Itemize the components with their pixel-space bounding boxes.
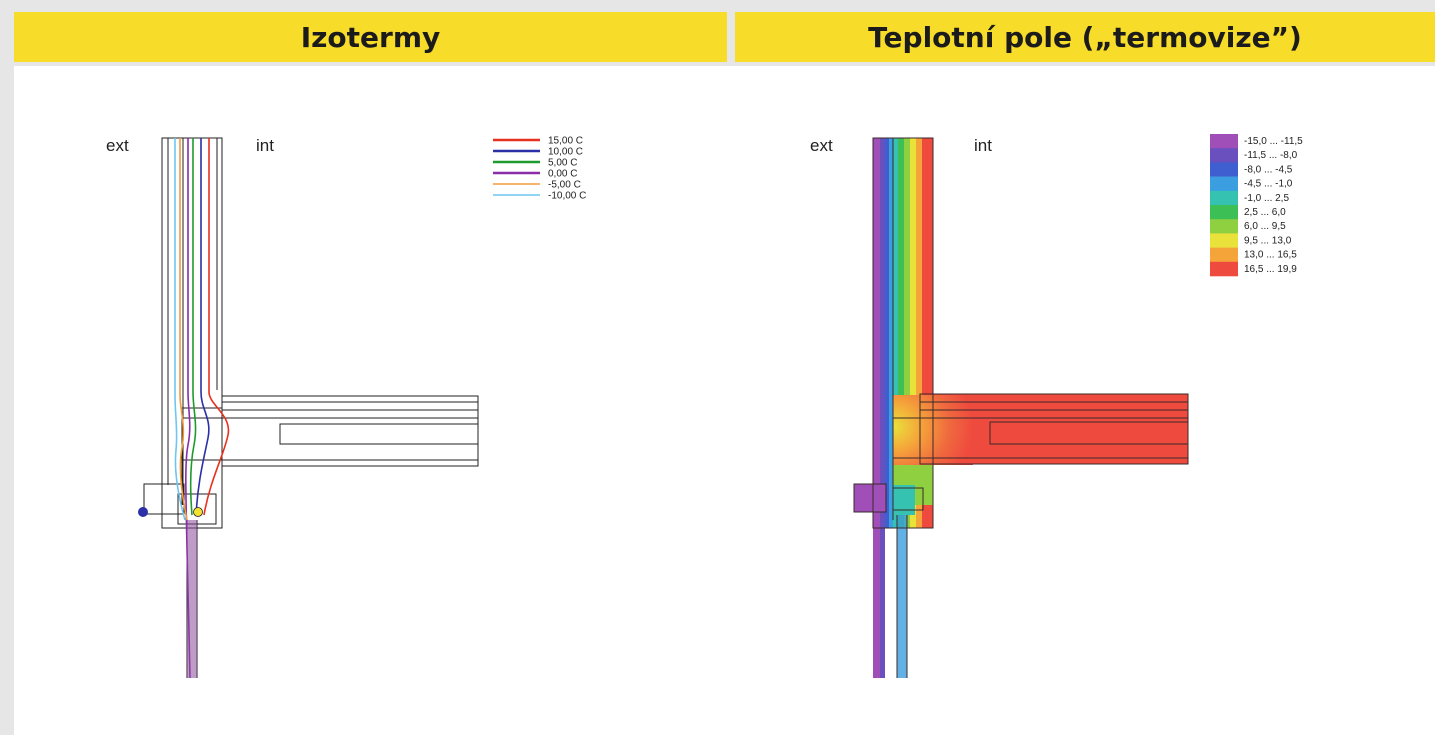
legend-range-label: -11,5 ... -8,0 [1244, 150, 1298, 161]
legend-label: -5,00 C [548, 180, 581, 191]
legend-range-label: 2,5 ... 6,0 [1244, 207, 1286, 218]
left-ext-label: ext [106, 136, 129, 155]
legend-color-swatch [1210, 247, 1238, 263]
legend-color-swatch [1210, 205, 1238, 220]
isotherm-legend: 15,00 C10,00 C5,00 C0,00 C-5,00 C-10,00 … [493, 136, 586, 202]
header-rule [14, 62, 1435, 66]
legend-range-label: -8,0 ... -4,5 [1244, 164, 1293, 175]
legend-range-label: 6,0 ... 9,5 [1244, 221, 1286, 232]
legend-label: 10,00 C [548, 147, 583, 158]
legend-range-label: -1,0 ... 2,5 [1244, 193, 1289, 204]
legend-label: 0,00 C [548, 169, 577, 180]
isotherm-5 [189, 138, 197, 516]
legend-color-swatch [1210, 162, 1238, 177]
left-int-label: int [256, 136, 274, 155]
legend-label: 15,00 C [548, 136, 583, 147]
right-int-label: int [974, 136, 992, 155]
legend-color-swatch [1210, 134, 1238, 149]
isotherm-diagram [138, 137, 479, 679]
legend-range-label: 16,5 ... 19,9 [1244, 264, 1297, 275]
legend-range-label: 13,0 ... 16,5 [1244, 250, 1297, 261]
isotherm-minus5 [179, 138, 188, 521]
thermal-field-diagram [853, 137, 1189, 678]
legend-color-swatch [1210, 176, 1238, 192]
isotherm-minus10 [174, 138, 186, 521]
legend-color-swatch [1210, 148, 1238, 163]
glazing-fill [187, 520, 197, 678]
legend-range-label: 9,5 ... 13,0 [1244, 235, 1292, 246]
isotherm-10 [195, 138, 210, 516]
isotherm-15 [203, 138, 230, 516]
thermal-field-title: Teplotní pole („termovize”) [868, 20, 1302, 54]
legend-color-swatch [1210, 233, 1238, 248]
frame-top [0, 0, 1435, 12]
legend-color-swatch [1210, 219, 1238, 234]
frame-left [0, 0, 14, 735]
legend-color-swatch [1210, 261, 1238, 277]
isotherms-header: Izotermy [14, 12, 727, 62]
thermal-field-header: Teplotní pole („termovize”) [735, 12, 1435, 62]
header-divider [727, 12, 735, 64]
legend-range-label: -15,0 ... -11,5 [1244, 136, 1303, 147]
isotherm-lines [174, 138, 230, 679]
thermal-legend: -15,0 ... -11,5 -11,5 ... -8,0 -8,0 ... -4… [1210, 134, 1303, 277]
legend-label: -10,00 C [548, 191, 586, 202]
measure-point-yellow [193, 507, 203, 517]
legend-color-swatch [1210, 190, 1238, 206]
legend-label: 5,00 C [548, 158, 577, 169]
isotherms-title: Izotermy [300, 20, 441, 54]
legend-range-label: -4,5 ... -1,0 [1244, 179, 1293, 190]
measure-point-blue [138, 507, 148, 517]
right-ext-label: ext [810, 136, 833, 155]
